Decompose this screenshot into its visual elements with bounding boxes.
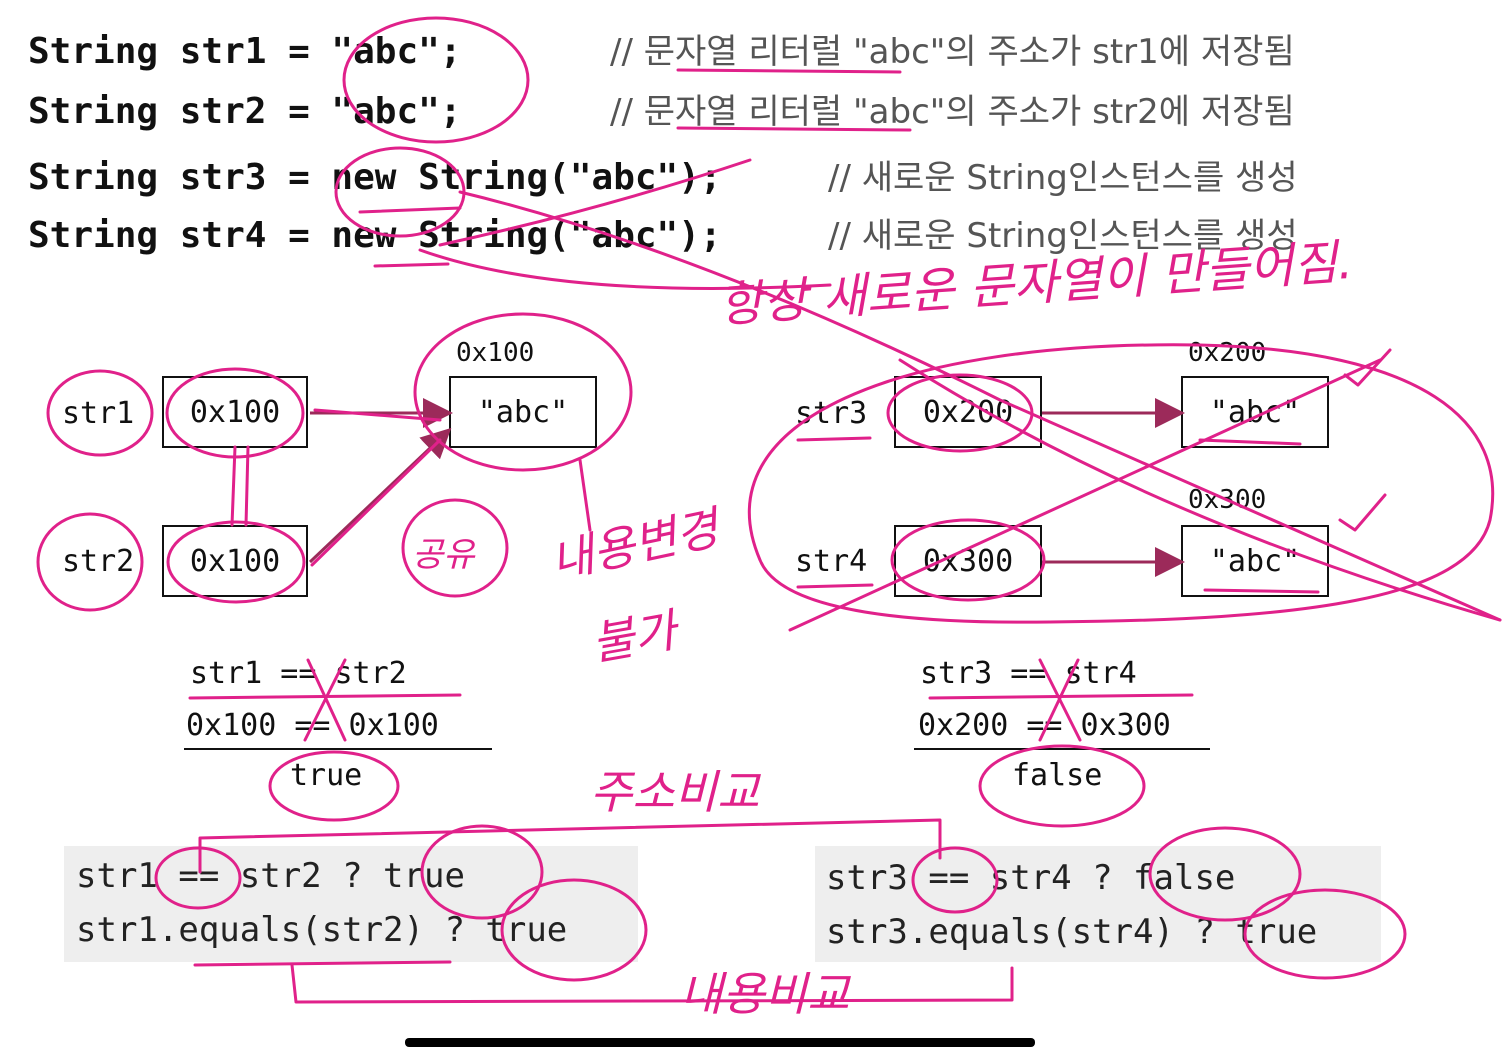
ref-box-str3: 0x200	[894, 376, 1042, 448]
ink-underline-equals	[193, 960, 452, 967]
code-line-1: String str1 = "abc";	[28, 31, 462, 72]
obj-address-0x100: 0x100	[456, 338, 535, 368]
compare-left-result: true	[290, 758, 363, 793]
ink-link-str1-str2	[230, 445, 250, 527]
compare-right-rule	[914, 748, 1210, 750]
var-label-str4: str4	[795, 544, 868, 579]
comment-line-3: // 새로운 String인스턴스를 생성	[828, 158, 1298, 198]
ink-pointer-immutable	[578, 458, 592, 532]
ref-value-str2: 0x100	[189, 543, 281, 579]
var-label-str1: str1	[62, 396, 135, 431]
hw-immutable-1: 내용변경	[546, 500, 727, 589]
var-label-str3: str3	[795, 396, 868, 431]
pointer-arrows	[308, 398, 1185, 577]
hw-address-compare: 주소비교	[590, 765, 761, 819]
ink-loop-right	[747, 343, 1495, 624]
ink-underline-left-row1	[188, 693, 462, 700]
code-line-4: String str4 = new String("abc");	[28, 215, 722, 256]
code-line-3: String str3 = new String("abc");	[28, 157, 722, 198]
panel-left-line2: str1.equals(str2) ? true	[76, 910, 568, 950]
obj-address-0x200: 0x200	[1188, 338, 1267, 368]
home-indicator-bar	[405, 1038, 1035, 1047]
ref-value-str1: 0x100	[189, 394, 281, 430]
string-object-value: "abc"	[477, 394, 569, 430]
ink-underline-str4	[796, 583, 874, 589]
ref-box-str1: 0x100	[162, 376, 308, 448]
panel-right-line2: str3.equals(str4) ? true	[826, 912, 1318, 952]
ink-check-1	[1343, 348, 1392, 387]
arrow-str2-to-abc	[308, 427, 452, 564]
hw-shared: 공유	[412, 535, 476, 575]
hw-immutable-2: 불가	[588, 602, 685, 671]
ink-circle-shared	[401, 498, 509, 598]
ink-underline-right-row1	[928, 693, 1194, 700]
string-object-abc: "abc"	[449, 376, 597, 448]
ink-underline-3	[358, 206, 462, 214]
ink-arrow-abc-2	[310, 438, 442, 567]
ref-value-str4: 0x300	[922, 543, 1014, 579]
ink-bracket-bottom	[290, 963, 1014, 1004]
string-object-1: "abc"	[1181, 376, 1329, 448]
hw-content-compare: 내용비교	[680, 967, 851, 1021]
compare-left-row2: 0x100 == 0x100	[186, 708, 439, 743]
compare-left-rule	[184, 748, 492, 750]
compare-right-row1: str3 == str4	[920, 656, 1137, 691]
comment-line-2: // 문자열 리터럴 "abc"의 주소가 str2에 저장됨	[610, 92, 1295, 132]
string-object-2: "abc"	[1181, 525, 1329, 597]
ink-underline-4	[373, 262, 450, 268]
code-line-2: String str2 = "abc";	[28, 91, 462, 132]
string-object-2-value: "abc"	[1209, 543, 1301, 579]
ref-box-str2: 0x100	[162, 525, 308, 597]
ref-value-str3: 0x200	[922, 394, 1014, 430]
ink-arrow-abc-1	[313, 408, 442, 422]
compare-right-row2: 0x200 == 0x300	[918, 708, 1171, 743]
comment-line-4: // 새로운 String인스턴스를 생성	[828, 216, 1298, 256]
string-object-1-value: "abc"	[1209, 394, 1301, 430]
obj-address-0x300: 0x300	[1188, 485, 1267, 515]
ink-check-2	[1338, 493, 1387, 532]
panel-left-line1: str1 == str2 ? true	[76, 856, 465, 896]
ref-box-str4: 0x300	[894, 525, 1042, 597]
compare-left-row1: str1 == str2	[190, 656, 407, 691]
panel-right-line1: str3 == str4 ? false	[826, 858, 1236, 898]
compare-right-result: false	[1012, 758, 1103, 793]
var-label-str2: str2	[62, 544, 135, 579]
comment-line-1: // 문자열 리터럴 "abc"의 주소가 str1에 저장됨	[610, 32, 1295, 72]
ink-underline-str3	[796, 436, 872, 442]
